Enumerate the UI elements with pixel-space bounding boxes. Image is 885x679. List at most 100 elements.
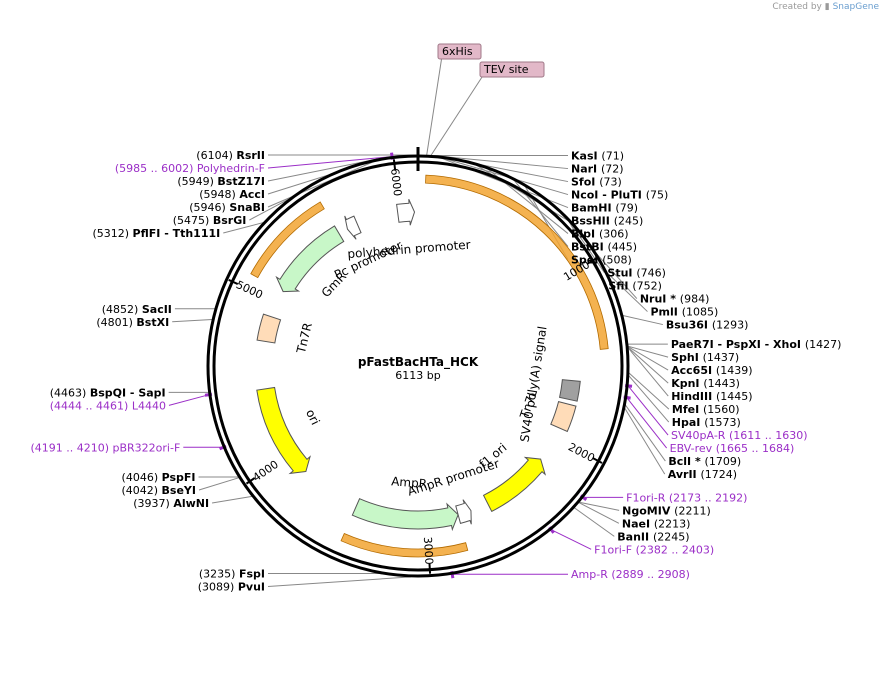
leader-line bbox=[573, 507, 615, 537]
leader-line bbox=[627, 346, 669, 371]
enzyme-blpi[interactable]: BlpI (306) bbox=[571, 228, 629, 241]
gmr-feature[interactable] bbox=[275, 225, 345, 293]
enzyme-hpai[interactable]: HpaI (1573) bbox=[672, 416, 741, 429]
enzyme-nrui[interactable]: NruI * (984) bbox=[640, 293, 710, 306]
leader-line bbox=[172, 318, 213, 323]
leader-line bbox=[627, 345, 669, 358]
tick-mark bbox=[392, 159, 397, 170]
primer-f1ori-f[interactable]: F1ori-F (2382 .. 2403) bbox=[594, 543, 714, 556]
enzyme-kasi[interactable]: KasI (71) bbox=[571, 150, 624, 163]
label-leader-lines bbox=[168, 55, 670, 587]
enzyme-sfii[interactable]: SfiI (752) bbox=[608, 280, 662, 293]
enzyme-sfoi[interactable]: SfoI (73) bbox=[571, 176, 622, 189]
leader-line bbox=[198, 477, 240, 491]
enzyme-alwni[interactable]: (3937) AlwNI bbox=[133, 497, 209, 510]
leader-line bbox=[578, 502, 620, 524]
enzyme-acci[interactable]: (5948) AccI bbox=[199, 188, 265, 201]
primer-amp-r[interactable]: Amp-R (2889 .. 2908) bbox=[571, 568, 690, 581]
enzyme-paer7i-pspxi-xhoi[interactable]: PaeR7I - PspXI - XhoI (1427) bbox=[671, 338, 842, 351]
leader-line bbox=[627, 347, 669, 384]
ampr-promoter-feature[interactable] bbox=[455, 499, 472, 525]
enzyme-avrii[interactable]: AvrII (1724) bbox=[668, 468, 737, 481]
enzyme-bstbi[interactable]: BstBI (445) bbox=[571, 241, 637, 254]
tick-mark bbox=[428, 563, 432, 574]
enzyme-banii[interactable]: BanII (2245) bbox=[617, 530, 689, 543]
tn7l-feature[interactable] bbox=[550, 401, 577, 433]
site-labels[interactable]: (6104) RsrII(5985 .. 6002) Polyhedrin-F(… bbox=[30, 43, 842, 593]
enzyme-pvui[interactable]: (3089) PvuI bbox=[198, 580, 265, 593]
enzyme-stui[interactable]: StuI (746) bbox=[607, 267, 666, 280]
enzyme-bcli[interactable]: BclI * (1709) bbox=[668, 455, 741, 468]
primer-l4440[interactable]: (4444 .. 4461) L4440 bbox=[50, 399, 166, 412]
enzyme-ngomiv[interactable]: NgoMIV (2211) bbox=[622, 504, 711, 517]
enzyme-naei[interactable]: NaeI (2213) bbox=[622, 517, 691, 530]
enzyme-sphi[interactable]: SphI (1437) bbox=[671, 351, 739, 364]
leader-line bbox=[267, 156, 393, 169]
enzyme-pspfi[interactable]: (4046) PspFI bbox=[122, 471, 196, 484]
sv40-poly-a-signal-feature[interactable] bbox=[558, 379, 581, 402]
ampr-feature[interactable] bbox=[351, 498, 459, 532]
primer-polyhedrin-f[interactable]: (5985 .. 6002) Polyhedrin-F bbox=[115, 162, 265, 175]
leader-line bbox=[622, 314, 663, 326]
enzyme-pmli[interactable]: PmlI (1085) bbox=[650, 306, 718, 319]
enzyme-mfei[interactable]: MfeI (1560) bbox=[672, 403, 740, 416]
enzyme-bseyi[interactable]: (4042) BseYI bbox=[121, 484, 196, 497]
tev-site-label[interactable]: TEV site bbox=[483, 63, 529, 76]
tick-label-4000: 4000 bbox=[250, 458, 280, 485]
enzyme-bsshii[interactable]: BssHII (245) bbox=[571, 215, 643, 228]
leader-line bbox=[426, 55, 443, 156]
6xhis-box bbox=[437, 43, 482, 60]
leader-line bbox=[607, 272, 648, 312]
plasmid-backbone bbox=[206, 147, 630, 578]
pc-promoter-feature[interactable] bbox=[344, 215, 362, 240]
primer-ebv-rev[interactable]: EBV-rev (1665 .. 1684) bbox=[670, 442, 795, 455]
snapgene-logo-icon: ▮ bbox=[824, 2, 830, 12]
enzyme-bstxi[interactable]: (4801) BstXI bbox=[96, 316, 169, 329]
enzyme-acc65i[interactable]: Acc65I (1439) bbox=[671, 364, 752, 377]
leader-line bbox=[267, 576, 411, 587]
enzyme-bsrgi[interactable]: (5475) BsrGI bbox=[173, 214, 247, 227]
enzyme-sacii[interactable]: (4852) SacII bbox=[102, 303, 172, 316]
enzyme-bstz17i[interactable]: (5949) BstZ17I bbox=[177, 175, 265, 188]
enzyme-snabi[interactable]: (5946) SnaBI bbox=[189, 201, 265, 214]
snapgene-credit: Created by ▮ SnapGene bbox=[772, 2, 879, 12]
enzyme-pflfi-tth111i[interactable]: (5312) PflFI - Tth111I bbox=[92, 227, 220, 240]
tick-mark bbox=[228, 278, 239, 285]
polyhedrin-promoter-feature[interactable] bbox=[396, 199, 416, 226]
tick-mark bbox=[245, 477, 256, 485]
tick-mark bbox=[587, 257, 597, 265]
primer-pbr322ori-f[interactable]: (4191 .. 4210) pBR322ori-F bbox=[30, 441, 180, 454]
leader-line bbox=[626, 397, 668, 449]
f1-ori-feature[interactable] bbox=[482, 456, 547, 513]
ori-feature[interactable] bbox=[256, 386, 311, 475]
enzyme-bsu36i[interactable]: Bsu36I (1293) bbox=[666, 319, 749, 332]
enzyme-fspi[interactable]: (3235) FspI bbox=[199, 567, 265, 580]
leader-line bbox=[267, 157, 383, 208]
primer-f1ori-r[interactable]: F1ori-R (2173 .. 2192) bbox=[626, 491, 747, 504]
tick-label-5000: 5000 bbox=[234, 278, 265, 301]
enzyme-bspqi-sapi[interactable]: (4463) BspQI - SapI bbox=[50, 386, 166, 399]
enzyme-bamhi[interactable]: BamHI (79) bbox=[571, 202, 638, 215]
ori-label: ori bbox=[303, 407, 322, 427]
credit-brand: SnapGene bbox=[832, 2, 879, 12]
enzyme-hindiii[interactable]: HindIII (1445) bbox=[671, 390, 752, 403]
tev-site-box bbox=[479, 61, 545, 78]
primer-sv40pa-r[interactable]: SV40pA-R (1611 .. 1630) bbox=[671, 429, 807, 442]
sv40-poly-a-signal-label: SV40 poly(A) signal bbox=[518, 325, 550, 443]
enzyme-ncoi-pluti[interactable]: NcoI - PluTI (75) bbox=[571, 189, 668, 202]
tn7r-feature[interactable] bbox=[256, 313, 282, 344]
enzyme-rsrii[interactable]: (6104) RsrII bbox=[196, 149, 265, 162]
leader-line bbox=[430, 73, 485, 156]
leader-line bbox=[433, 155, 569, 170]
leader-line bbox=[223, 222, 264, 234]
orf-arcs bbox=[250, 174, 609, 558]
6xhis-label[interactable]: 6xHis bbox=[442, 45, 473, 58]
enzyme-spei[interactable]: SpeI (508) bbox=[571, 254, 632, 267]
enzyme-kpni[interactable]: KpnI (1443) bbox=[671, 377, 740, 390]
leader-line bbox=[627, 385, 669, 436]
enzyme-nari[interactable]: NarI (72) bbox=[571, 163, 624, 176]
plasmid-length: 6113 bp bbox=[395, 369, 440, 382]
hck-orf-arc bbox=[425, 174, 609, 350]
tick-mark bbox=[592, 457, 603, 464]
